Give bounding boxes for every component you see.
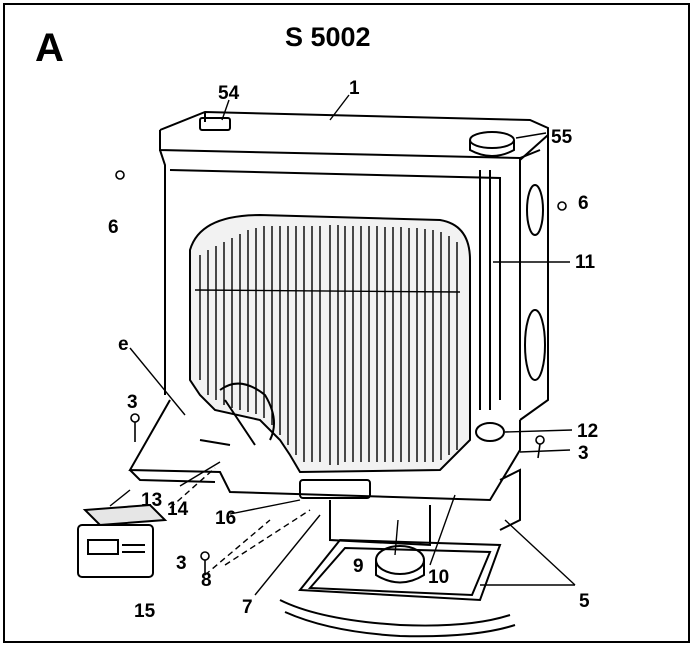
cabinet-box <box>159 110 549 421</box>
callout-14: 14 <box>167 499 189 520</box>
callout-54: 54 <box>218 83 240 104</box>
callout-1: 1 <box>349 78 360 99</box>
burner-and-pipes <box>219 131 515 584</box>
figure-frame <box>3 3 690 643</box>
callout-3-bottom: 3 <box>176 553 187 574</box>
leader-lines <box>109 94 576 596</box>
heat-exchanger <box>189 213 471 474</box>
callout-8: 8 <box>201 570 212 591</box>
callout-55: 55 <box>551 127 573 148</box>
control-panel <box>77 503 168 578</box>
callout-15: 15 <box>134 601 156 622</box>
callout-7: 7 <box>242 597 253 618</box>
callout-13: 13 <box>141 490 163 511</box>
callout-12: 12 <box>577 421 599 442</box>
callout-9: 9 <box>353 556 364 577</box>
callout-6-right: 6 <box>578 193 589 214</box>
base-frame <box>128 399 521 547</box>
callout-e: e <box>118 334 129 355</box>
figure-letter: A <box>35 26 64 70</box>
model-title: S 5002 <box>285 22 371 52</box>
callout-6-left: 6 <box>108 217 119 238</box>
callout-3-right: 3 <box>578 443 589 464</box>
callout-3-left: 3 <box>127 392 138 413</box>
callout-10: 10 <box>428 567 450 588</box>
callout-5: 5 <box>579 591 590 612</box>
callout-16: 16 <box>215 508 237 529</box>
callout-11: 11 <box>575 252 596 273</box>
